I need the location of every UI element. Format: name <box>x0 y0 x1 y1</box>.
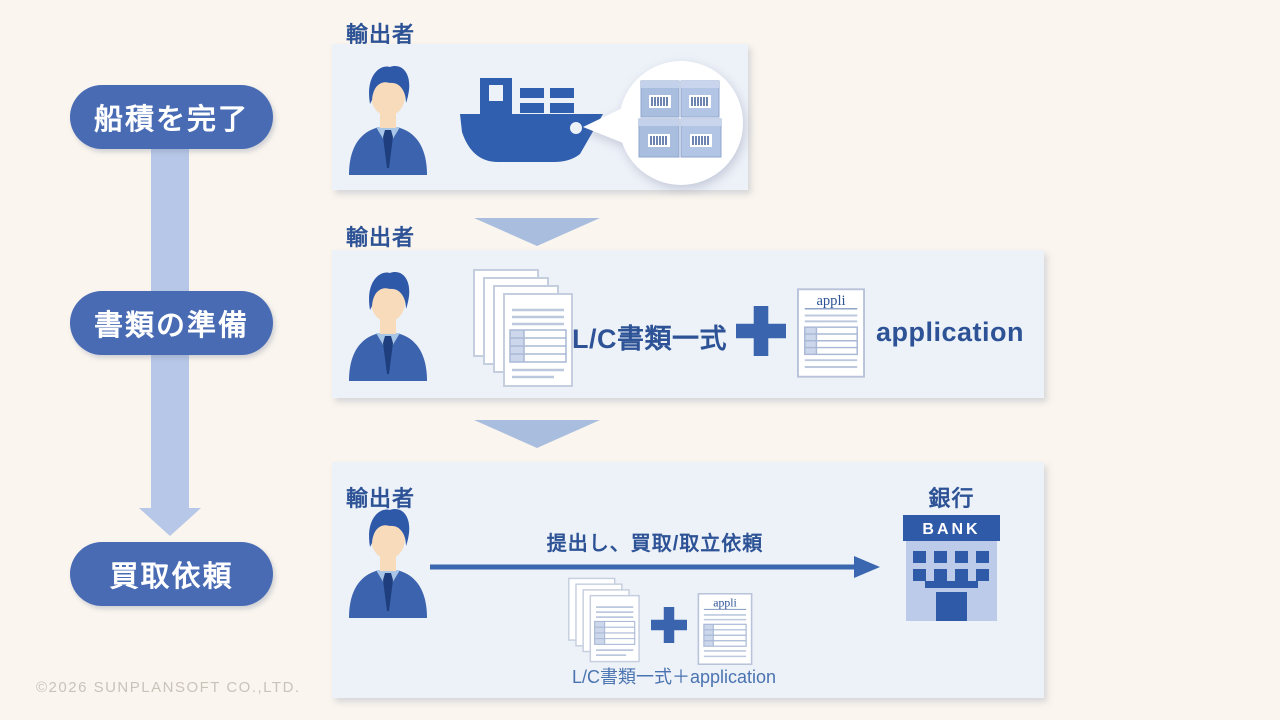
application-doc-header: appli <box>713 596 737 609</box>
flow-connector-arrowhead-icon <box>139 508 201 536</box>
application-document-icon: appli <box>697 593 753 665</box>
flow-step-purchase-request: 買取依頼 <box>70 542 273 606</box>
bank-building-icon: BANK <box>903 515 1000 621</box>
cargo-ship-icon <box>460 78 603 162</box>
flow-step-shipping-complete: 船積を完了 <box>70 85 273 149</box>
cargo-boxes-closeup-icon <box>583 61 743 185</box>
application-label: application <box>876 317 1025 347</box>
lc-docs-label: L/C書類一式 <box>572 324 727 354</box>
exporter-label: 輸出者 <box>346 22 416 47</box>
plus-icon <box>736 306 786 356</box>
bank-label: 銀行 <box>928 486 975 511</box>
submit-request-label: 提出し、買取/取立依頼 <box>546 533 764 555</box>
submit-arrow-icon <box>430 556 880 578</box>
lc-document-stack-icon <box>472 268 577 388</box>
panel-chevron-down-icon <box>474 420 600 448</box>
flow-step-prepare-documents: 書類の準備 <box>70 291 273 355</box>
exporter-label: 輸出者 <box>346 486 416 511</box>
exporter-label: 輸出者 <box>346 225 416 250</box>
application-document-icon: appli <box>797 288 865 378</box>
panel-documents <box>332 250 1044 398</box>
exporter-person-icon <box>343 503 433 618</box>
application-doc-header: appli <box>816 293 845 309</box>
docs-caption: L/C書類一式＋application <box>571 667 777 687</box>
bank-sign: BANK <box>922 521 980 538</box>
plus-icon <box>651 607 687 643</box>
flow-step-label: 買取依頼 <box>109 561 234 593</box>
exporter-person-icon <box>343 60 433 175</box>
exporter-person-icon <box>343 266 433 381</box>
flow-step-label: 書類の準備 <box>93 310 249 342</box>
copyright-text: ©2026 SUNPLANSOFT CO.,LTD. <box>36 679 301 696</box>
panel-chevron-down-icon <box>474 218 600 246</box>
lc-document-stack-icon <box>566 577 644 663</box>
flow-step-label: 船積を完了 <box>93 104 249 136</box>
